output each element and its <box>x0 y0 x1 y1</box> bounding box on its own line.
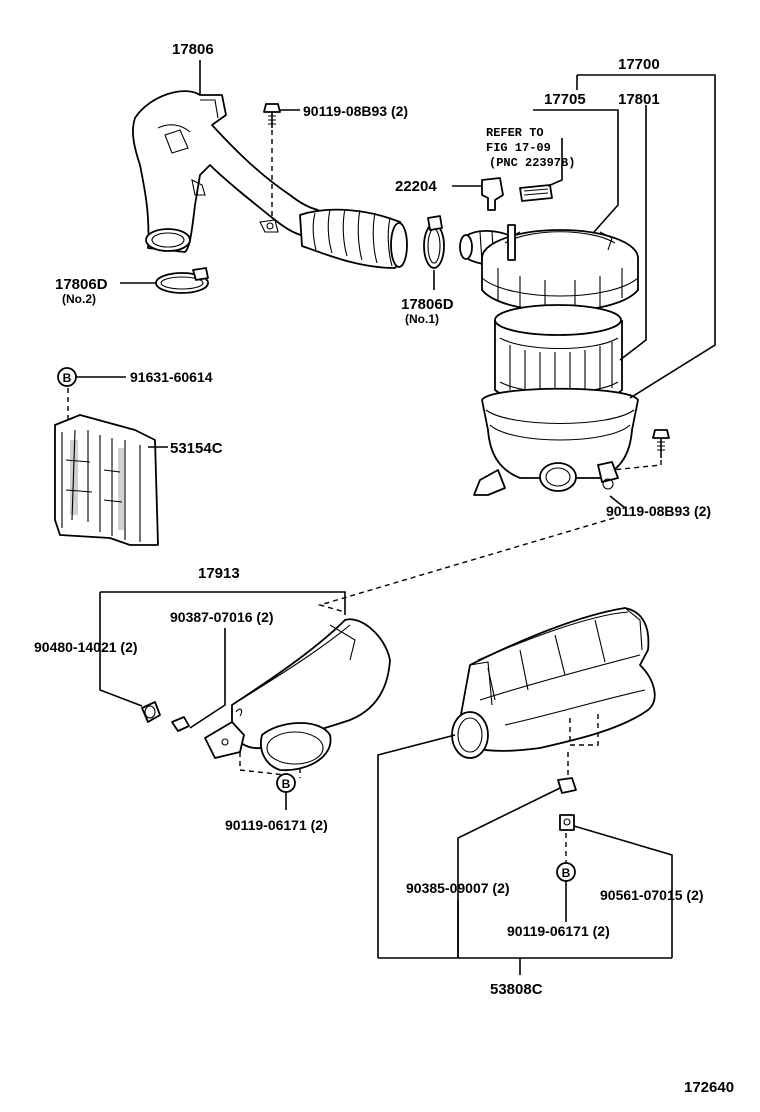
duct-53808c <box>451 607 656 775</box>
callout-b-91631: B <box>57 367 126 387</box>
label-53154c: 53154C <box>170 440 223 457</box>
label-17806d-no1-sub: (No.1) <box>405 312 439 326</box>
bolt-90119-08b93-top <box>263 103 300 218</box>
hose-clamp-17806d-no1 <box>423 215 445 290</box>
label-90385-09007: 90385-09007 (2) <box>406 880 510 896</box>
label-90480-14021: 90480-14021 (2) <box>34 639 138 655</box>
label-90387-07016: 90387-07016 (2) <box>170 609 274 625</box>
leaders-53808c <box>377 734 673 975</box>
label-17806d-no2-sub: (No.2) <box>62 292 96 306</box>
callout-b-letter-right: B <box>562 866 571 880</box>
label-17700: 17700 <box>618 56 660 73</box>
label-17801: 17801 <box>618 91 660 108</box>
refer-line-3: (PNC 22397B) <box>489 156 575 170</box>
bolt-90119-08b93-right <box>609 429 670 509</box>
refer-line-2: FIG 17-09 <box>486 141 551 155</box>
clip-90561 <box>559 814 575 831</box>
leaders-17700 <box>533 74 716 399</box>
label-17806d-no2: 17806D <box>55 276 108 293</box>
connection-dash-17913 <box>317 517 615 613</box>
leaders-17913 <box>99 591 346 729</box>
label-90119-08b93-top: 90119-08B93 (2) <box>303 103 408 119</box>
air-cleaner-assembly-17700 <box>459 224 639 496</box>
label-90119-06171-left: 90119-06171 (2) <box>225 817 328 833</box>
figure-number: 172640 <box>684 1079 734 1096</box>
label-53808c: 53808C <box>490 981 543 998</box>
label-17705: 17705 <box>544 91 586 108</box>
nut-90385 <box>557 777 577 794</box>
label-17806d-no1: 17806D <box>401 296 454 313</box>
intake-duct-17806 <box>132 90 408 269</box>
clip-90387 <box>171 716 190 732</box>
label-90119-06171-right: 90119-06171 (2) <box>507 923 610 939</box>
callout-b-letter-left: B <box>282 777 291 791</box>
callout-b-letter: B <box>63 371 72 385</box>
label-90119-08b93-right: 90119-08B93 (2) <box>606 503 711 519</box>
sensor-22204 <box>452 177 553 211</box>
label-90561-07015: 90561-07015 (2) <box>600 887 704 903</box>
duct-17913 <box>204 618 391 778</box>
label-91631-60614: 91631-60614 <box>130 369 213 385</box>
label-17806: 17806 <box>172 41 214 58</box>
label-17913: 17913 <box>198 565 240 582</box>
grommet-90480 <box>141 701 161 723</box>
label-22204: 22204 <box>395 178 437 195</box>
callout-b-90119-06171-right: B <box>556 833 576 922</box>
cover-53154c <box>54 388 168 546</box>
refer-line-1: REFER TO <box>486 126 544 140</box>
hose-clamp-17806d-no2 <box>120 267 209 294</box>
callout-b-90119-06171-left: B <box>276 773 296 810</box>
